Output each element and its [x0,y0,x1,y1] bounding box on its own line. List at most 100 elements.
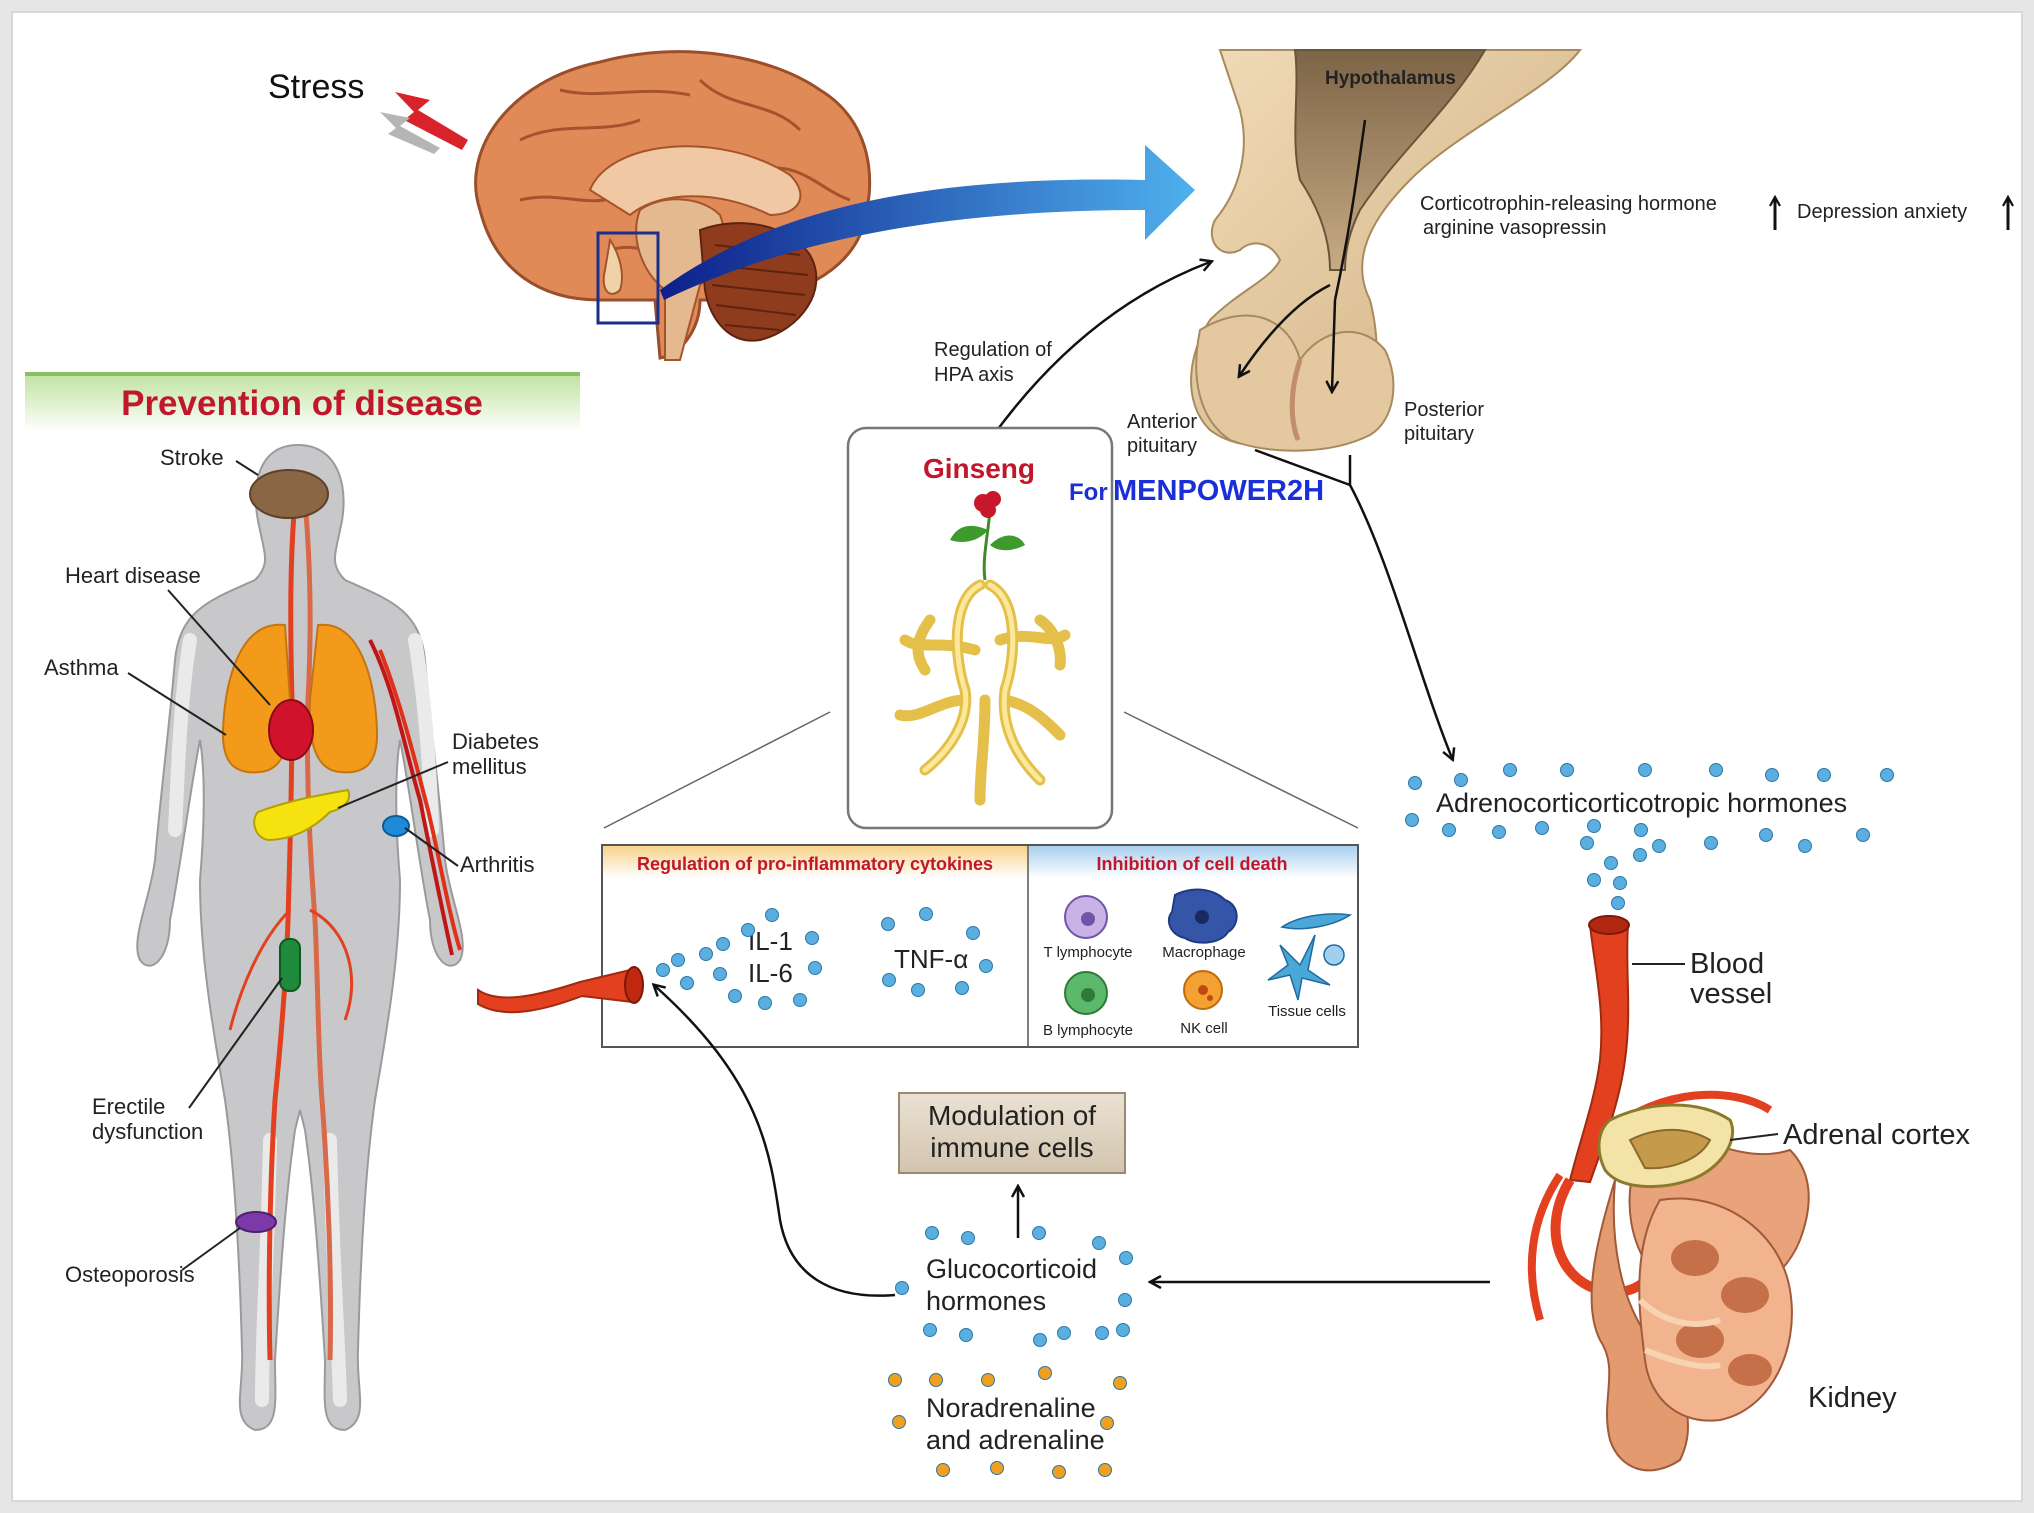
molecule-dot [1856,828,1870,842]
hpa-regulation-arrow [988,262,1210,441]
modulation-label-line2: immune cells [930,1132,1093,1163]
molecule-dot [741,923,755,937]
noradrenaline-label-line1: Noradrenaline [926,1393,1096,1423]
hpa-label-line1: Regulation of [934,339,1052,361]
diabetes-label-line1: Diabetes [452,729,539,754]
tnf-alpha-label: TNF-α [894,944,968,974]
molecule-dot [1587,819,1601,833]
molecule-dot [1492,825,1506,839]
molecule-dot [959,1328,973,1342]
cytokine-dots [656,907,993,1010]
tissue-cell-top-icon [1280,913,1353,930]
molecule-dot [758,996,772,1010]
brain-to-pituitary-arrow [660,145,1195,300]
molecule-dot [1116,1323,1130,1337]
anterior-pituitary-label-line1: Anterior [1127,411,1197,433]
osteoporosis-bone-icon [235,1211,277,1233]
hypothalamus-label: Hypothalamus [1325,68,1456,89]
molecule-dot [1092,1236,1106,1250]
asthma-label: Asthma [44,655,119,680]
molecule-dot [1442,823,1456,837]
molecule-dot [1880,768,1894,782]
molecule-dot [1634,823,1648,837]
hypothalamus-pituitary-illustration [1190,49,1583,452]
stress-label: Stress [268,68,364,106]
tissue-cells-label: Tissue cells [1268,1003,1346,1020]
il6-label: IL-6 [748,958,793,988]
watermark-main: MENPOWER2H [1113,475,1324,507]
molecule-dot [1095,1326,1109,1340]
heart-icon [268,699,314,761]
molecule-dot [1638,763,1652,777]
molecule-dot [1817,768,1831,782]
molecule-dot [1613,876,1627,890]
osteoporosis-label: Osteoporosis [65,1262,195,1287]
anterior-pituitary-label-line2: pituitary [1127,435,1197,457]
stroke-label: Stroke [160,445,224,470]
noradrenaline-dots [888,1366,1127,1479]
posterior-pituitary-label-line2: pituitary [1404,423,1474,445]
molecule-dot [895,1281,909,1295]
molecule-dot [990,1461,1004,1475]
molecule-dot [929,1373,943,1387]
molecule-dot [1118,1293,1132,1307]
molecule-dot [1032,1226,1046,1240]
nk-cell-label: NK cell [1180,1020,1228,1037]
molecule-dot [881,917,895,931]
human-body-illustration [136,443,464,1432]
molecule-dot [911,983,925,997]
arm-vessel-opening [624,966,644,1004]
molecule-dot [1604,856,1618,870]
molecule-dot [1765,768,1779,782]
molecule-dot [923,1323,937,1337]
molecule-dot [728,989,742,1003]
molecule-dot [1798,839,1812,853]
molecule-dot [1119,1251,1133,1265]
macrophage-label: Macrophage [1162,944,1245,961]
molecule-dot [713,967,727,981]
molecule-dot [955,981,969,995]
molecule-dot [716,937,730,951]
molecule-dot [805,931,819,945]
adrenal-cortex-label: Adrenal cortex [1783,1119,1970,1151]
noradrenaline-label-line2: and adrenaline [926,1425,1105,1455]
kidney-adrenal-illustration [1527,1090,1810,1472]
molecule-dot [1113,1376,1127,1390]
erectile-icon [279,938,301,992]
heart-disease-label: Heart disease [65,563,201,588]
molecule-dot [765,908,779,922]
molecule-dot [1759,828,1773,842]
molecule-dot [699,947,713,961]
il1-label: IL-1 [748,926,793,956]
molecule-dot [1503,763,1517,777]
watermark-prefix: For [1069,479,1108,506]
pituitary-to-acth-arrow [1254,448,1452,758]
molecule-dot [1052,1465,1066,1479]
posterior-pituitary-label-line1: Posterior [1404,399,1484,421]
molecule-dot [882,973,896,987]
glucocorticoid-to-panel-arrow [655,986,896,1297]
molecule-dot [888,1373,902,1387]
molecule-dot [1454,773,1468,787]
tissue-cell-bottom-icon [1267,934,1331,1001]
body-leader-lines [127,460,459,1271]
molecule-dot [1633,848,1647,862]
t-lymphocyte-label: T lymphocyte [1044,944,1133,961]
molecule-dot [919,907,933,921]
erectile-label-line2: dysfunction [92,1119,203,1144]
molecule-dot [1038,1366,1052,1380]
arthritis-joint-icon [382,815,410,837]
ginseng-label: Ginseng [923,453,1035,484]
molecule-dot [656,963,670,977]
glucocorticoid-dots [895,1226,1133,1347]
cytokine-header-bg [603,846,1028,878]
blood-vessel-opening [1588,915,1630,935]
molecule-dot [808,961,822,975]
blood-vessel-label-line2: vessel [1690,978,1772,1010]
hpa-label-line2: HPA axis [934,364,1014,386]
pancreas-icon [253,788,350,842]
ginseng-root-icon [894,491,1071,806]
molecule-dot [979,959,993,973]
blood-vessel-icon [1568,924,1630,1184]
molecule-dot [671,953,685,967]
